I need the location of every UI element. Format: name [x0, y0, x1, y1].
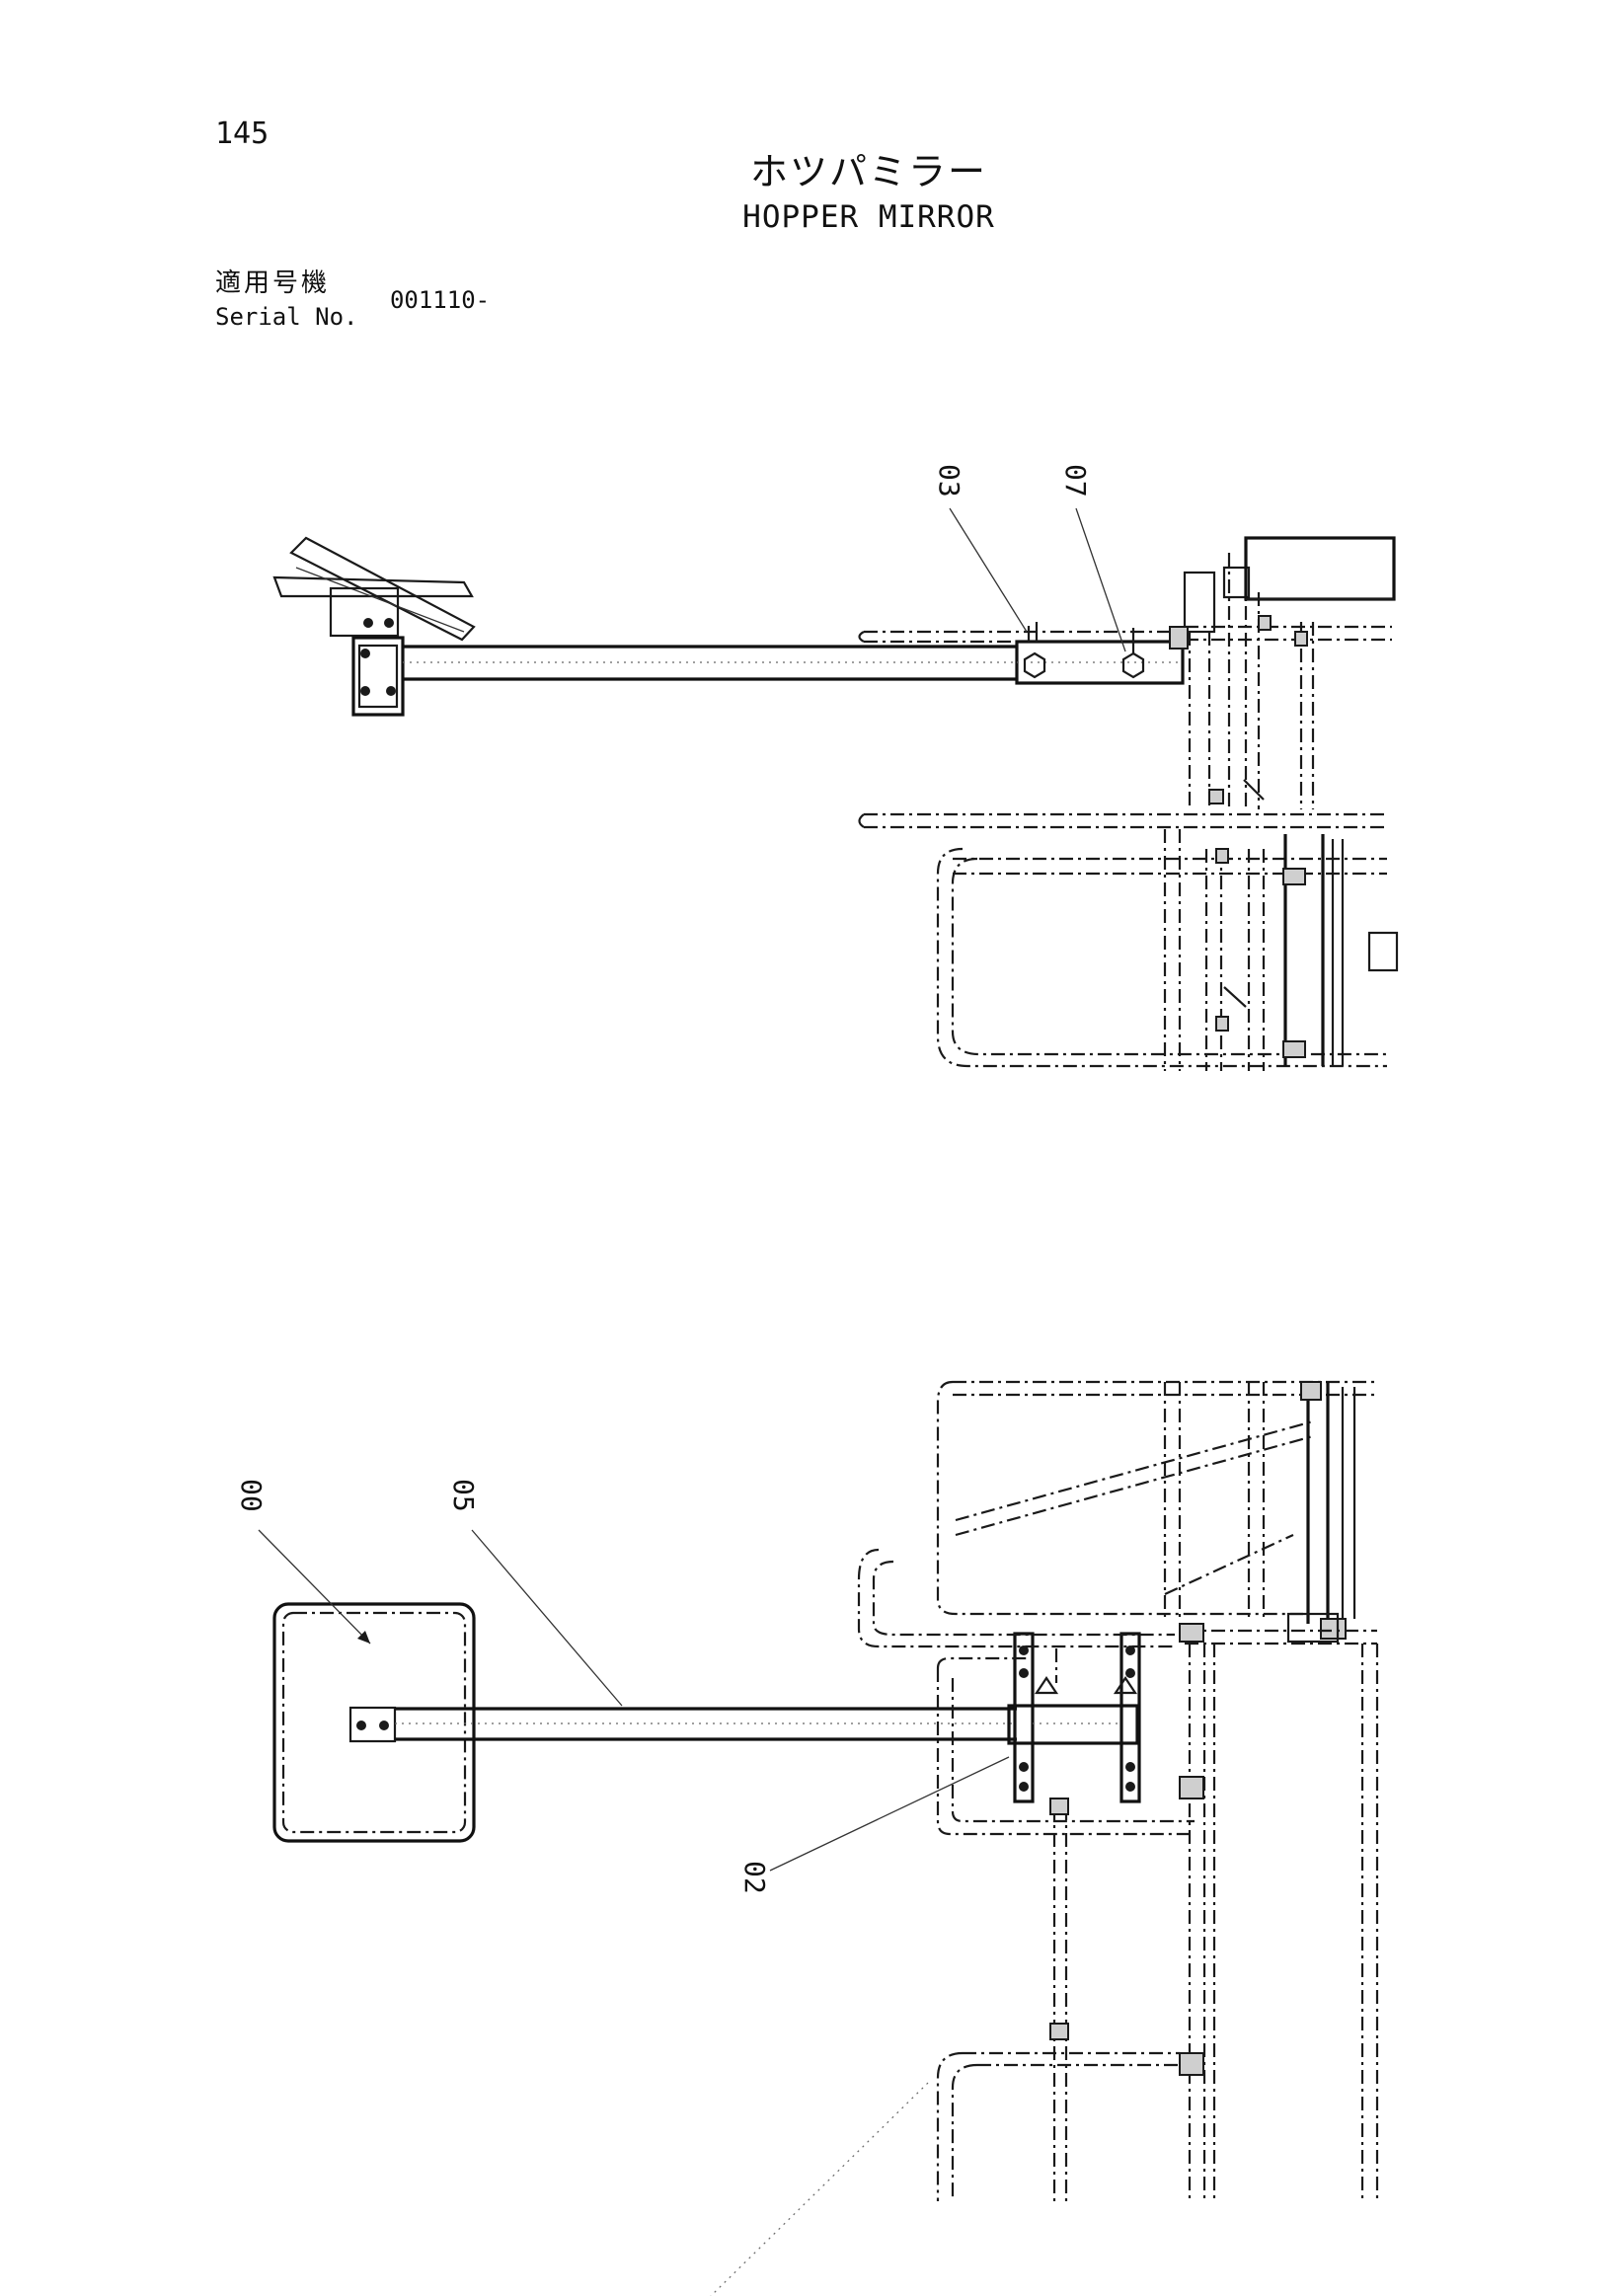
serial-number-value: 001110-: [389, 286, 491, 314]
top-mirror-head: [272, 536, 476, 642]
top-bracket: [1015, 622, 1185, 685]
side-upper-railing: [857, 1380, 1377, 1648]
serial-label-english: Serial No.: [215, 303, 358, 331]
callout-03: 03: [933, 464, 1028, 633]
side-bracket: [1007, 1632, 1141, 1803]
side-lower-frame: [710, 1623, 1379, 2296]
callout-05: 05: [447, 1479, 623, 1707]
serial-label-japanese: 適用号機: [215, 268, 331, 298]
callout-label-00: 00: [235, 1479, 268, 1512]
top-view-diagram: 03 07: [272, 464, 1399, 1071]
top-railing: [858, 812, 1399, 1071]
serial-block: 適用号機 Serial No. 001110-: [215, 267, 490, 334]
callout-02: 02: [738, 1756, 1010, 1894]
page-number: 145: [215, 116, 270, 151]
callout-07: 07: [1059, 464, 1126, 652]
callout-label-02: 02: [738, 1861, 771, 1894]
title-english: HOPPER MIRROR: [742, 199, 995, 235]
top-clamp-block: [351, 636, 405, 717]
title-japanese: ホツパミラー: [749, 150, 987, 193]
side-mirror-glass: [272, 1602, 476, 1843]
callout-label-07: 07: [1059, 464, 1092, 497]
side-arm: [395, 1707, 1017, 1741]
callout-00: 00: [235, 1479, 371, 1645]
callout-label-03: 03: [933, 464, 965, 497]
callout-label-05: 05: [447, 1479, 480, 1512]
top-arm: [403, 645, 1017, 681]
top-machine-frame: [1169, 536, 1396, 809]
side-view-diagram: 00 05 02: [235, 1380, 1379, 2296]
serial-labels: 適用号機 Serial No.: [215, 267, 358, 334]
title-block: ホツパミラー HOPPER MIRROR: [671, 148, 1066, 239]
